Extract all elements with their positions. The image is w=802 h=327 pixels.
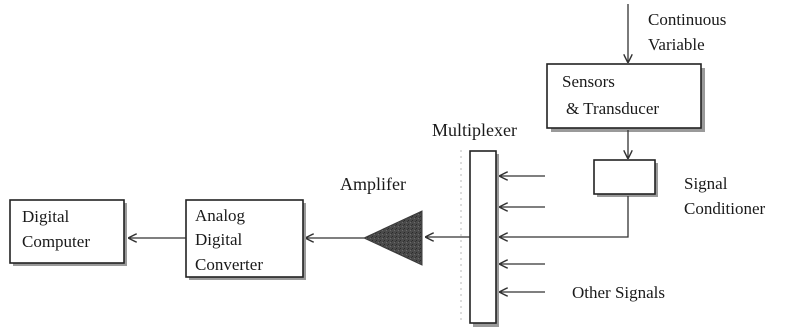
computer-label-line1: Digital — [22, 207, 69, 226]
sensors-transducer-block: Sensors & Transducer — [546, 63, 705, 132]
sensors-label-line2: & Transducer — [566, 99, 659, 118]
multiplexer-label: Multiplexer — [432, 120, 517, 140]
sensors-label-line1: Sensors — [562, 72, 615, 91]
signal-conditioner-label-line2: Conditioner — [684, 199, 766, 218]
adc-label-line2: Digital — [195, 230, 242, 249]
computer-label-line2: Computer — [22, 232, 90, 251]
signal-conditioner-block — [593, 159, 658, 197]
input-label-line2: Variable — [648, 35, 705, 54]
signal-conditioner-label-line1: Signal — [684, 174, 728, 193]
multiplexer-block — [469, 150, 499, 327]
input-label-line1: Continuous — [648, 10, 726, 29]
adc-label-line3: Converter — [195, 255, 263, 274]
conditioner-to-multiplexer-arrow — [500, 196, 629, 237]
other-signals-label: Other Signals — [572, 283, 665, 302]
adc-label-line1: Analog — [195, 206, 246, 225]
amplifier-label: Amplifer — [340, 174, 406, 194]
adc-block: Analog Digital Converter — [185, 199, 306, 280]
digital-computer-block: Digital Computer — [9, 199, 127, 266]
amplifier-triangle — [362, 210, 423, 266]
